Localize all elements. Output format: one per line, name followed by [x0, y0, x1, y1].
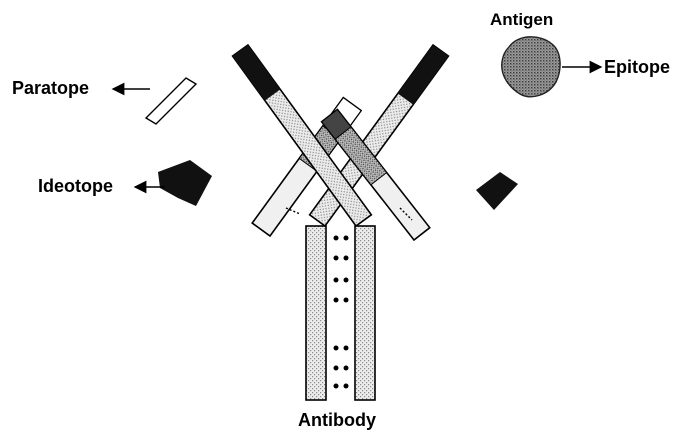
heavy-chain-right-stem: [355, 226, 375, 400]
antigen-shape: [502, 37, 560, 97]
ideotope-label: Ideotope: [38, 176, 113, 197]
heavy-chain-left-stem: [306, 226, 326, 400]
ideotope-region-left: [158, 160, 212, 206]
ideotope-region-right: [476, 172, 518, 210]
epitope-label: Epitope: [604, 57, 670, 78]
disulfide-bonds: [334, 236, 349, 389]
paratope-bracket: [146, 78, 196, 124]
antibody-label: Antibody: [298, 410, 376, 431]
paratope-label: Paratope: [12, 78, 89, 99]
antigen-label: Antigen: [490, 10, 553, 30]
antibody-stem: [306, 226, 375, 400]
